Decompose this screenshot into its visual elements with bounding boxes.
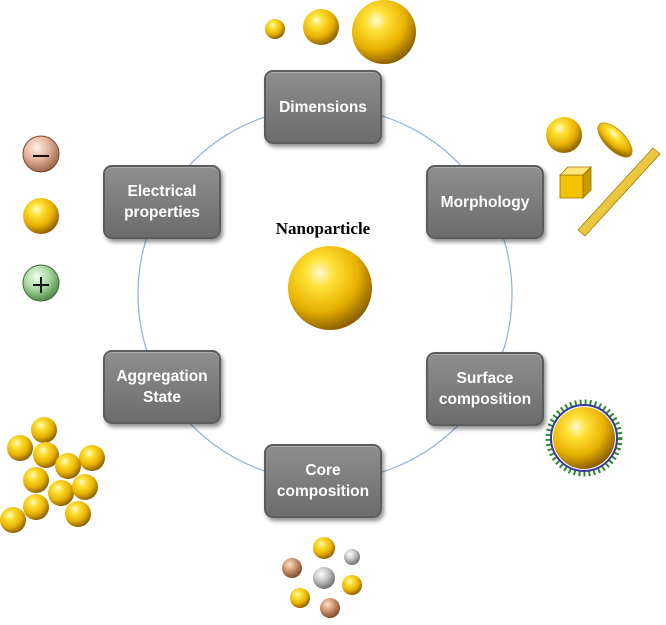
coated-sphere <box>545 399 623 477</box>
node-electrical-properties: Electrical properties <box>103 165 221 239</box>
node-core-composition: Core composition <box>264 444 382 518</box>
node-dimensions: Dimensions <box>264 70 382 144</box>
nanoparticle-sphere <box>288 246 372 330</box>
dimensions-spheres <box>265 0 416 64</box>
center-title: Nanoparticle <box>275 219 371 238</box>
core-spheres <box>282 537 362 618</box>
node-aggregation-state: Aggregation State <box>103 350 221 424</box>
node-morphology: Morphology <box>426 165 544 239</box>
charge-spheres <box>22 135 60 302</box>
aggregate-cluster <box>0 417 105 533</box>
node-surface-composition: Surface composition <box>426 352 544 426</box>
morphology-shapes <box>546 117 661 237</box>
